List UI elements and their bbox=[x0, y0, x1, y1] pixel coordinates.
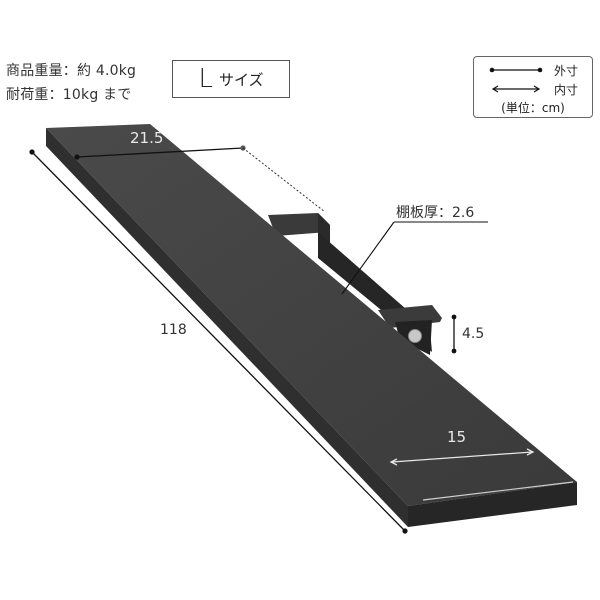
outer-dimension-icon bbox=[489, 67, 543, 73]
thickness-label: 棚板厚：2.6 bbox=[396, 205, 475, 221]
length-outer-dimension bbox=[29, 149, 408, 534]
bracket-height-dimension bbox=[451, 314, 457, 354]
bracket-height-label: 4.5 bbox=[462, 326, 485, 342]
legend-inner-label: 内寸 bbox=[554, 83, 579, 97]
legend-unit-note: (単位：cm) bbox=[501, 101, 565, 115]
depth-outer-dimension bbox=[74, 145, 326, 213]
inner-dimension-icon bbox=[491, 85, 541, 93]
dimension-legend: 外寸 内寸 (単位：cm) bbox=[473, 56, 593, 118]
thickness-leader bbox=[341, 221, 488, 295]
load-limit-spec: 耐荷重：10kg まで bbox=[6, 87, 132, 103]
wall-bracket bbox=[268, 213, 442, 355]
shelf-board bbox=[46, 124, 577, 527]
size-badge: L サイズ bbox=[172, 60, 290, 98]
legend-line-icons bbox=[489, 67, 543, 93]
weight-spec: 商品重量：約 4.0kg bbox=[6, 63, 137, 79]
depth-inner-label: 15 bbox=[447, 428, 467, 446]
depth-inner-dimension bbox=[389, 448, 535, 466]
size-suffix: サイズ bbox=[218, 70, 264, 89]
bolt-icon bbox=[408, 329, 422, 343]
length-outer-label: 118 bbox=[160, 322, 187, 338]
legend-outer-label: 外寸 bbox=[554, 64, 579, 78]
depth-outer-label: 21.5 bbox=[130, 129, 164, 147]
size-letter: L bbox=[198, 64, 213, 94]
